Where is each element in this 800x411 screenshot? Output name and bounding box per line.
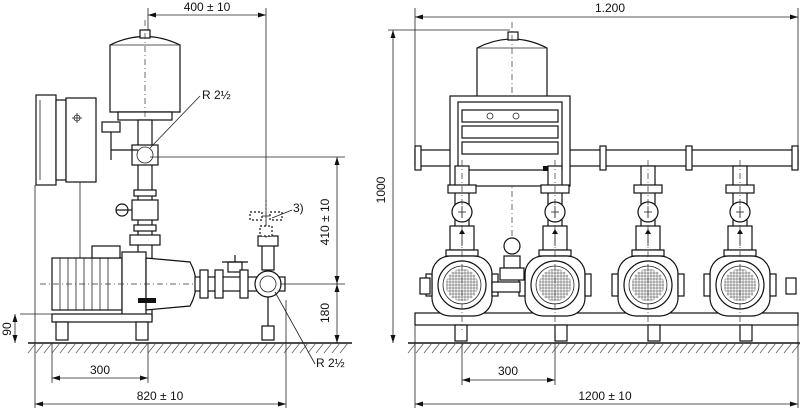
- dim-side-base: 300: [51, 343, 149, 383]
- dim-side-left: 90: [0, 314, 18, 343]
- dim-front-base-label: 300: [498, 364, 518, 378]
- front-base-frame: [414, 312, 799, 342]
- side-pump-motor: [40, 245, 286, 317]
- dim-front-top-label: 1.200: [595, 1, 625, 15]
- dim-front-bottom-label: 1200 ± 10: [578, 389, 632, 403]
- dim-front-base: 300: [461, 343, 556, 385]
- connection-label-bottom: R 2½: [316, 356, 345, 370]
- dim-side-bottom: 820 ± 10: [34, 300, 287, 408]
- side-floor: [27, 342, 352, 354]
- side-base-frame: [20, 313, 153, 341]
- dim-front-top: 1.200: [414, 1, 799, 160]
- front-pump-2: [518, 160, 592, 330]
- front-view: 1.200 1000: [374, 1, 800, 408]
- dim-side-right-top-label: 410 ± 10: [318, 198, 332, 245]
- side-control-cabinet: [34, 94, 97, 320]
- front-floor: [407, 342, 800, 354]
- front-pump-4: [703, 160, 777, 330]
- front-pumps: [419, 160, 797, 330]
- dim-front-height-label: 1000: [374, 176, 388, 203]
- note-label: 3): [293, 201, 304, 215]
- dim-side-right: 410 ± 10 180: [150, 156, 345, 343]
- dim-front-bottom: 1200 ± 10: [414, 325, 799, 408]
- side-connection-labels: R 2½ R 2½: [149, 88, 345, 370]
- dim-side-left-label: 90: [0, 322, 14, 336]
- dim-side-right-bottom-label: 180: [318, 303, 332, 323]
- dim-side-top-label: 400 ± 10: [184, 0, 231, 14]
- dim-side-base-label: 300: [90, 363, 110, 377]
- dim-front-height: 1000: [374, 29, 510, 343]
- side-note-valve: 3): [249, 200, 304, 240]
- front-pump-1: [425, 160, 499, 330]
- connection-label-top: R 2½: [202, 88, 231, 102]
- dim-side-top: 400 ± 10: [147, 0, 267, 290]
- dim-side-bottom-label: 820 ± 10: [137, 389, 184, 403]
- front-suction-connections: [419, 237, 797, 295]
- side-suction-pipe: [194, 235, 286, 341]
- side-view: 400 ± 10: [0, 0, 352, 408]
- front-pump-3: [611, 160, 685, 330]
